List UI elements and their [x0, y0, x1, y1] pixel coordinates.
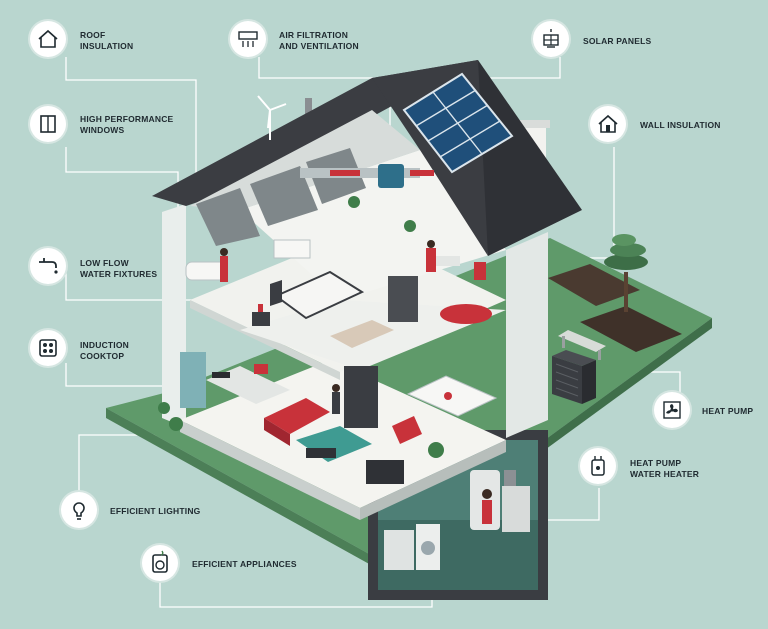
fan-icon [663, 401, 681, 419]
solar-array [402, 72, 514, 174]
water-heater-label: HEAT PUMP WATER HEATER [630, 458, 700, 479]
faucet-icon [39, 258, 58, 274]
kitchen [180, 352, 290, 408]
house-wall-icon [598, 114, 618, 133]
roof-insulation-label: ROOF INSULATION [80, 30, 134, 51]
water-heater-icon [591, 456, 605, 476]
cooktop-badge [30, 330, 66, 366]
water-fixtures-label: LOW FLOW WATER FIXTURES [80, 258, 158, 279]
air-filtration-label: AIR FILTRATION AND VENTILATION [279, 30, 359, 51]
ventilation-unit [300, 164, 434, 188]
wall-insulation-badge [590, 106, 626, 142]
tree [604, 234, 648, 312]
heat-pump-badge [654, 392, 690, 428]
heat-pump-unit [552, 350, 596, 404]
air-filtration-badge [230, 21, 266, 57]
cooktop-icon [39, 339, 57, 357]
roof-insulation-badge [30, 21, 66, 57]
wind-turbine [257, 95, 287, 140]
lightbulb-icon [73, 502, 85, 520]
office [426, 240, 492, 324]
lighting-label: EFFICIENT LIGHTING [110, 506, 201, 516]
air-vent-icon [238, 31, 258, 47]
lawn-edge [106, 408, 380, 570]
windows-label: HIGH PERFORMANCE WINDOWS [80, 114, 174, 135]
solar-panels-label: SOLAR PANELS [583, 36, 652, 46]
wall-insulation-label: WALL INSULATION [640, 120, 721, 130]
bathroom [185, 248, 228, 282]
window-icon [40, 115, 56, 133]
solar-panel-icon [543, 29, 559, 48]
washing-machine-icon [152, 550, 168, 573]
garden-bed [548, 264, 640, 306]
solar-panels-badge [533, 21, 569, 57]
water-heater-badge [580, 448, 616, 484]
house-icon [38, 29, 58, 48]
lighting-badge [61, 492, 97, 528]
plants [158, 196, 444, 458]
appliances-label: EFFICIENT APPLIANCES [192, 559, 297, 569]
appliances-badge [142, 545, 178, 581]
garden-bed-2 [580, 306, 682, 352]
bedroom [252, 239, 418, 348]
windows-badge [30, 106, 66, 142]
bench [558, 330, 606, 360]
heat-pump-label: HEAT PUMP [702, 406, 754, 416]
living-room [264, 366, 498, 484]
water-fixtures-badge [30, 248, 66, 284]
cooktop-label: INDUCTION COOKTOP [80, 340, 130, 361]
